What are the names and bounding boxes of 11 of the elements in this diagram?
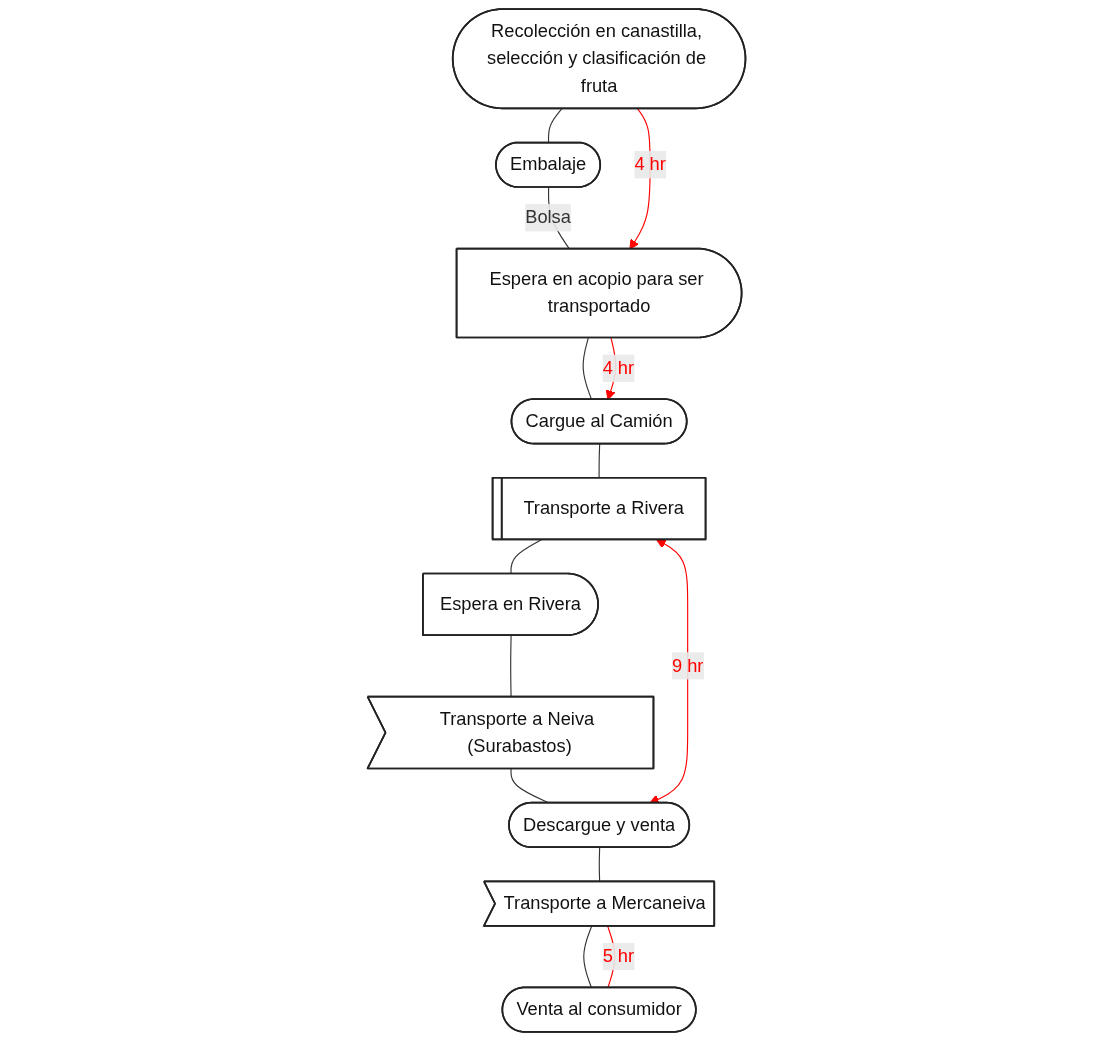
connector: [510, 538, 543, 575]
connector: [583, 925, 593, 989]
edge-label: 5 hr: [602, 946, 635, 966]
connector: [598, 443, 601, 479]
connector: [547, 108, 563, 144]
edge-label: 9 hr: [671, 655, 704, 675]
arrow: [649, 539, 689, 804]
edge-label: 4 hr: [602, 358, 635, 378]
connector: [582, 337, 593, 401]
edge-label: Bolsa: [525, 207, 571, 227]
edge-label: 4 hr: [634, 154, 666, 174]
